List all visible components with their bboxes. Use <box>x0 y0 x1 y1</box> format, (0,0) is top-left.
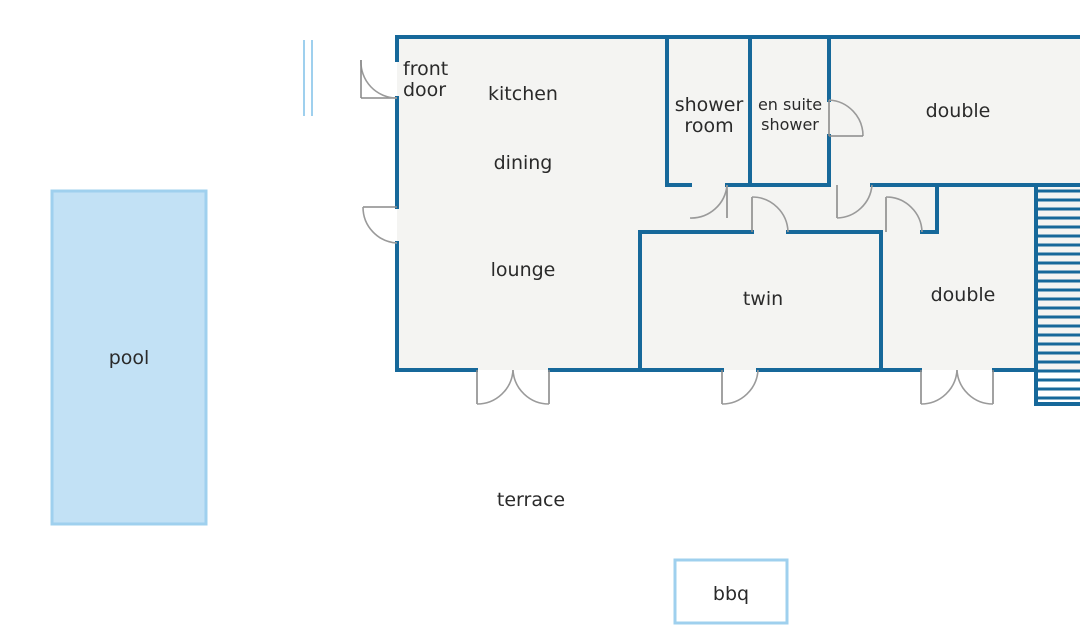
twin-terrace-door <box>721 369 759 405</box>
twin-door <box>751 196 789 233</box>
side-door <box>362 206 398 244</box>
bbq <box>673 558 789 625</box>
double-bottom-door <box>885 196 923 233</box>
staircase <box>1036 189 1080 400</box>
front-door-label-line2: door <box>403 79 446 101</box>
double-top-label: double <box>926 100 991 122</box>
front-door <box>360 59 398 99</box>
shower-room-door <box>689 184 728 219</box>
shower-room-label-line2: room <box>684 115 733 137</box>
pool <box>50 189 208 526</box>
room-labels: front door kitchen dining lounge shower … <box>109 58 996 605</box>
ensuite-label-line1: en suite <box>758 95 822 114</box>
kitchen-label: kitchen <box>488 83 558 105</box>
bbq-label: bbq <box>713 583 749 605</box>
ensuite-door <box>828 99 864 137</box>
twin-label: twin <box>743 288 783 310</box>
double-bottom-label: double <box>931 284 996 306</box>
lounge-label: lounge <box>491 259 556 281</box>
double-french-doors <box>920 369 994 405</box>
terrace-label: terrace <box>497 489 565 511</box>
ensuite-label-line2: shower <box>761 115 819 134</box>
dining-label: dining <box>494 152 553 174</box>
doors <box>360 59 994 405</box>
pool-label: pool <box>109 347 150 369</box>
house-floor <box>397 37 1080 370</box>
shower-room-label-line1: shower <box>675 94 744 116</box>
lounge-french-doors <box>476 369 550 405</box>
walls <box>395 35 1080 406</box>
front-door-label-line1: front <box>403 58 448 80</box>
double-top-door <box>836 184 873 219</box>
